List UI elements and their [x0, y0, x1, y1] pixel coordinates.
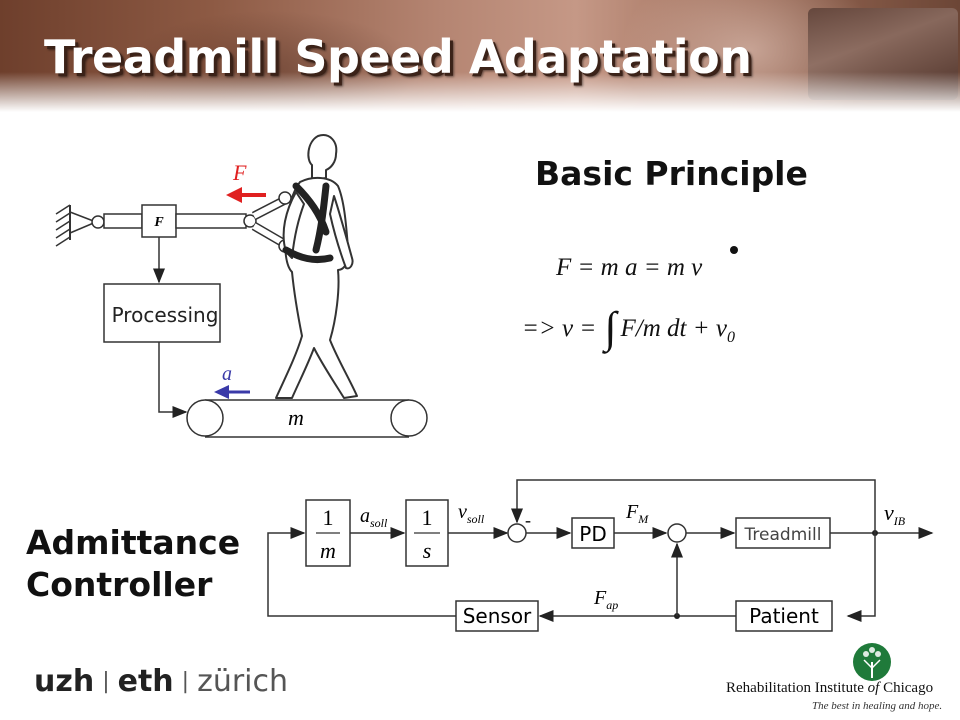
walking-person-figure — [275, 134, 358, 399]
summing-junction-1 — [507, 523, 527, 543]
wall-mount — [55, 204, 105, 247]
processing-label: Processing — [112, 303, 219, 327]
force-label: F — [232, 160, 247, 185]
velocity-feedback-loop — [511, 479, 876, 533]
minus-sign: - — [525, 510, 531, 530]
gain-denominator: m — [320, 538, 336, 563]
patient-label: Patient — [749, 604, 819, 628]
velocity-dot — [730, 246, 738, 254]
a-soll-label: asoll — [360, 505, 388, 530]
sensor-block — [455, 600, 539, 632]
rod-right — [175, 213, 247, 229]
integrator-denominator: s — [423, 538, 432, 563]
mass-label: m — [288, 405, 304, 430]
accel-arrow — [214, 385, 250, 399]
output-to-patient-line — [846, 533, 876, 622]
harness — [282, 182, 334, 264]
ric-name: Rehabilitation Institute of Chicago — [726, 680, 934, 696]
uzh-eth-logo: uzh|eth|zürich — [34, 664, 289, 699]
header-background — [0, 0, 960, 112]
linkage — [243, 191, 292, 253]
fm-label: FM — [625, 501, 649, 526]
sensor-feedback-loop — [267, 527, 456, 617]
treadmill-block — [735, 517, 831, 549]
ric-tagline: The best in healing and hope. — [812, 700, 943, 712]
equation-integral: => v = ∫F/m dt + v0 — [522, 303, 735, 352]
pd-label: PD — [579, 522, 606, 546]
processing-box — [103, 283, 221, 343]
rod-left — [103, 213, 143, 229]
v-soll-label: vsoll — [458, 501, 485, 526]
ric-tree-logo — [853, 643, 891, 681]
fap-label: Fap — [593, 587, 618, 612]
summing-junction-2 — [667, 523, 687, 543]
force-sensor-label: F — [153, 215, 164, 230]
slide-title: Treadmill Speed Adaptation — [44, 30, 752, 84]
integral-sign: ∫ — [604, 303, 617, 352]
treadmill-label: Treadmill — [744, 525, 822, 545]
equation-newton: F = m a = m v — [556, 254, 703, 281]
integrator-numerator: 1 — [422, 505, 433, 530]
sensor-label: Sensor — [463, 604, 532, 628]
basic-principle-heading: Basic Principle — [535, 154, 808, 193]
v-ib-label: vIB — [884, 500, 906, 528]
admittance-controller-label: Admittance Controller — [26, 523, 241, 604]
accel-label: a — [222, 363, 232, 385]
integrator-block — [405, 499, 449, 567]
force-arrow — [226, 187, 266, 203]
processing-to-treadmill-line — [158, 342, 188, 418]
gain-numerator: 1 — [323, 505, 334, 530]
treadmill-belt — [186, 399, 428, 438]
patient-block — [735, 600, 833, 632]
